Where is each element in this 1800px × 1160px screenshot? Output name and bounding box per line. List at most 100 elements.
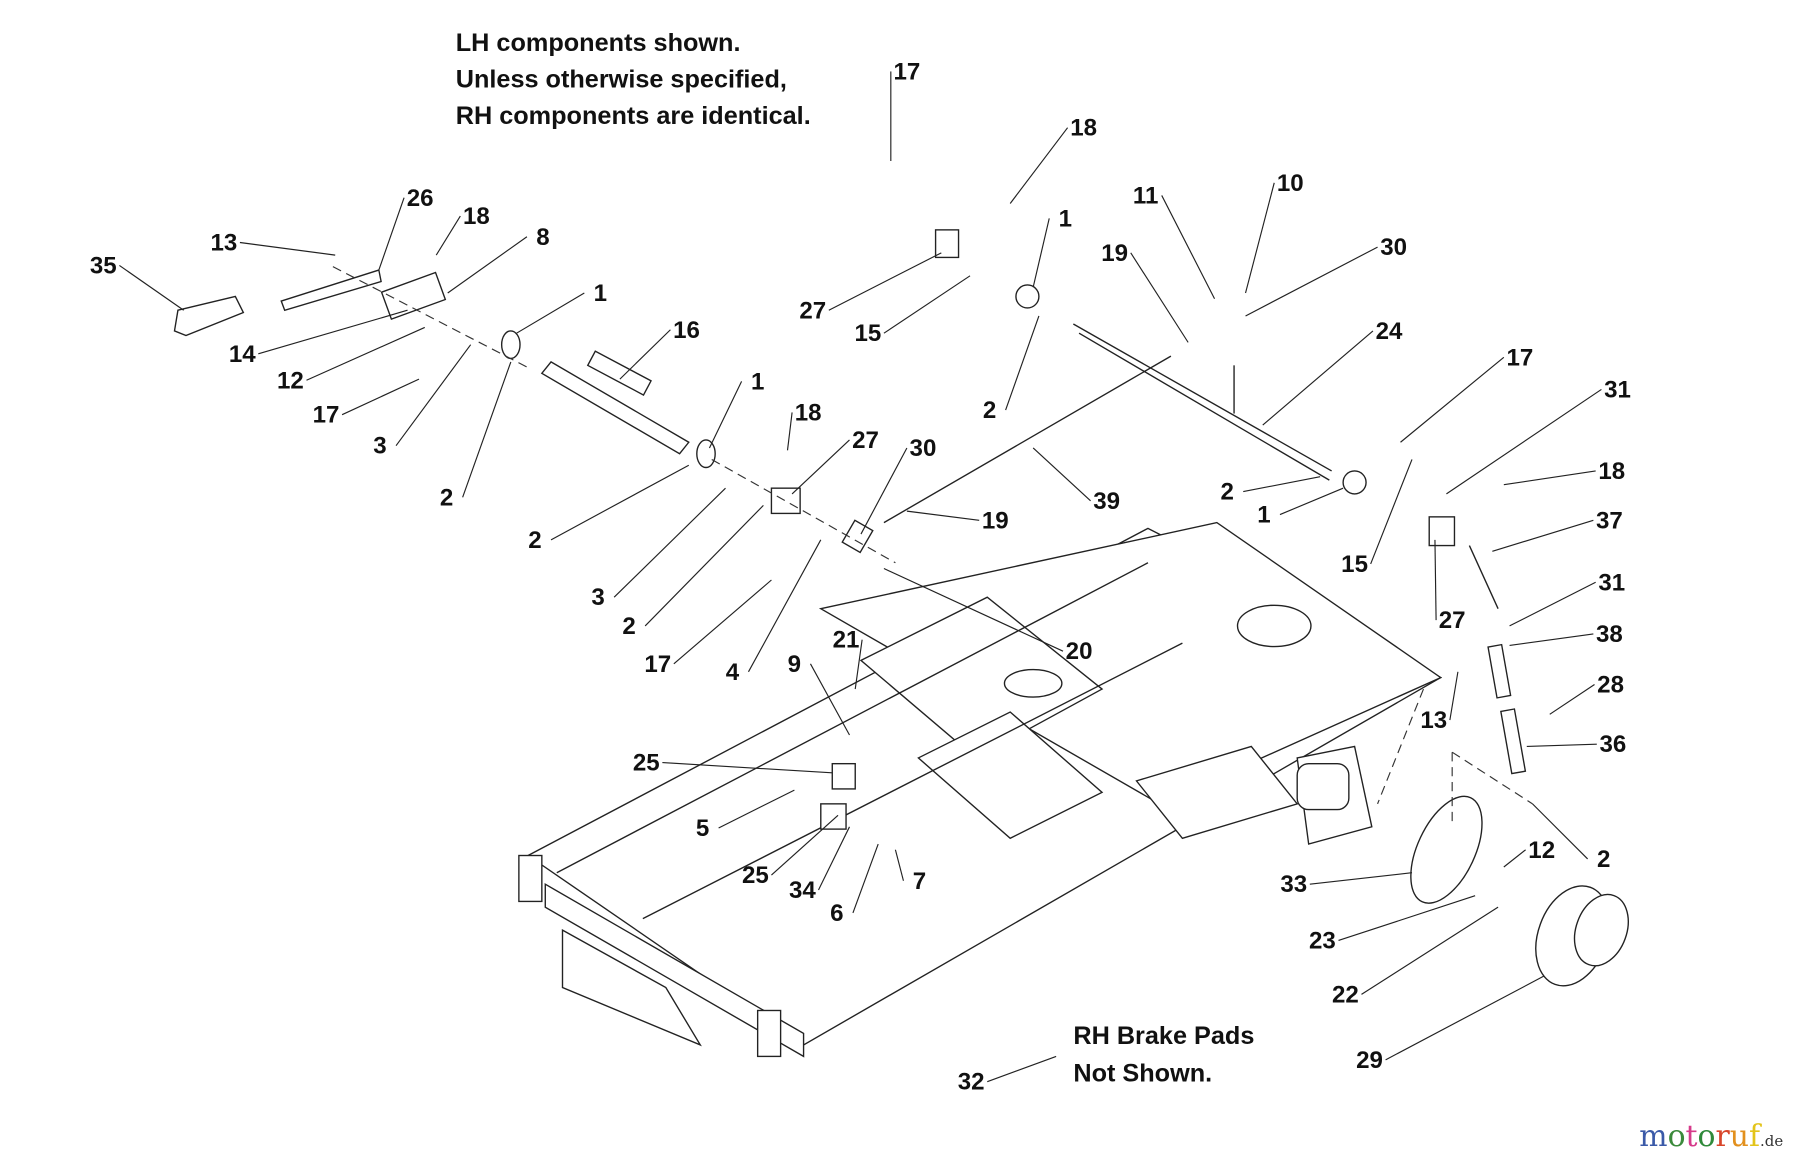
logo-letter: o (1698, 1119, 1716, 1154)
logo-letter: o (1668, 1119, 1686, 1154)
leader-line (119, 264, 185, 311)
note-line-2: Unless otherwise specified, (456, 66, 787, 94)
logo-letter: r (1716, 1119, 1731, 1154)
callout-6: 6 (830, 900, 843, 927)
leader-line (1509, 581, 1596, 627)
leader-line (1032, 218, 1050, 288)
brake-note-line-1: RH Brake Pads (1073, 1022, 1254, 1050)
callout-17: 17 (313, 402, 340, 429)
callout-29: 29 (1356, 1047, 1383, 1074)
callout-31: 31 (1598, 569, 1625, 596)
callout-31: 31 (1604, 376, 1631, 403)
leader-line (1434, 539, 1437, 621)
callout-19: 19 (1101, 240, 1128, 267)
general-note: LH components shown. Unless otherwise sp… (456, 29, 811, 130)
callout-35: 35 (90, 252, 117, 279)
leader-line (747, 539, 822, 673)
logo-letter: f (1749, 1119, 1762, 1154)
leader-line (644, 504, 764, 627)
leader-line (1338, 895, 1476, 942)
callout-17: 17 (644, 651, 671, 678)
callout-39: 39 (1093, 488, 1120, 515)
leader-line (1492, 519, 1594, 552)
leader-line (1245, 246, 1378, 317)
leader-line (1243, 476, 1321, 493)
callout-33: 33 (1280, 871, 1307, 898)
callout-23: 23 (1309, 927, 1336, 954)
callout-17: 17 (1506, 344, 1533, 371)
leader-line (852, 843, 879, 914)
leader-line (662, 761, 833, 774)
callout-19: 19 (982, 507, 1009, 534)
callout-3: 3 (373, 433, 386, 460)
callout-27: 27 (1439, 607, 1466, 634)
callout-28: 28 (1597, 672, 1624, 699)
leader-line (258, 309, 408, 355)
callout-21: 21 (833, 627, 860, 654)
leader-line (673, 579, 772, 665)
leader-lines (119, 71, 1602, 1083)
leader-line (1446, 388, 1602, 495)
leader-line (1244, 182, 1275, 294)
leader-line (1009, 127, 1069, 204)
callout-14: 14 (229, 341, 256, 368)
callout-25: 25 (742, 862, 769, 889)
callout-38: 38 (1596, 621, 1623, 648)
callout-2: 2 (622, 613, 635, 640)
callout-13: 13 (1420, 707, 1447, 734)
callout-37: 37 (1596, 507, 1623, 534)
callout-24: 24 (1376, 318, 1403, 345)
leader-line (854, 639, 863, 690)
leader-line (791, 439, 850, 495)
leader-line (828, 252, 942, 311)
callout-11: 11 (1133, 182, 1158, 209)
leader-line (1262, 330, 1374, 426)
leader-line (1503, 470, 1596, 486)
callout-13: 13 (210, 230, 237, 257)
leader-line (860, 447, 908, 535)
leader-line (447, 236, 528, 294)
callout-27: 27 (852, 427, 879, 454)
leader-line (1309, 872, 1413, 885)
dashed-assembly-lines (332, 266, 1533, 827)
leader-line (1161, 195, 1216, 300)
leader-line (613, 487, 726, 598)
callout-25: 25 (633, 750, 660, 777)
callout-18: 18 (1598, 458, 1625, 485)
leader-line (1032, 447, 1091, 502)
logo-letter: m (1639, 1119, 1667, 1154)
callout-2: 2 (1220, 479, 1233, 506)
callout-7: 7 (913, 868, 926, 895)
callout-27: 27 (799, 297, 826, 324)
callout-1: 1 (751, 368, 764, 395)
leader-line (809, 663, 850, 736)
callout-18: 18 (795, 399, 822, 426)
leader-line (718, 789, 795, 829)
callout-30: 30 (910, 435, 937, 462)
leader-line (906, 510, 980, 521)
callout-4: 4 (726, 659, 740, 686)
callout-1: 1 (594, 280, 607, 307)
callout-5: 5 (696, 815, 709, 842)
leader-line (1279, 487, 1344, 516)
leader-line (1503, 849, 1526, 868)
leader-line (1549, 683, 1595, 715)
logo-letter: u (1730, 1119, 1749, 1154)
leader-line (550, 464, 690, 541)
callout-15: 15 (854, 320, 881, 347)
linkage-drawing (173, 229, 1629, 987)
note-line-3: RH components are identical. (456, 102, 811, 130)
callout-30: 30 (1380, 234, 1407, 261)
callout-34: 34 (789, 877, 816, 904)
leader-line (883, 275, 971, 334)
logo-suffix: .de (1760, 1132, 1783, 1150)
leader-line (1385, 975, 1545, 1061)
callout-15: 15 (1341, 551, 1368, 578)
callout-9: 9 (788, 651, 801, 678)
callout-8: 8 (536, 224, 549, 251)
leader-line (1005, 315, 1040, 411)
callout-12: 12 (1528, 837, 1555, 864)
callout-12: 12 (277, 367, 304, 394)
callout-20: 20 (1066, 638, 1093, 665)
leader-line (1526, 743, 1597, 748)
